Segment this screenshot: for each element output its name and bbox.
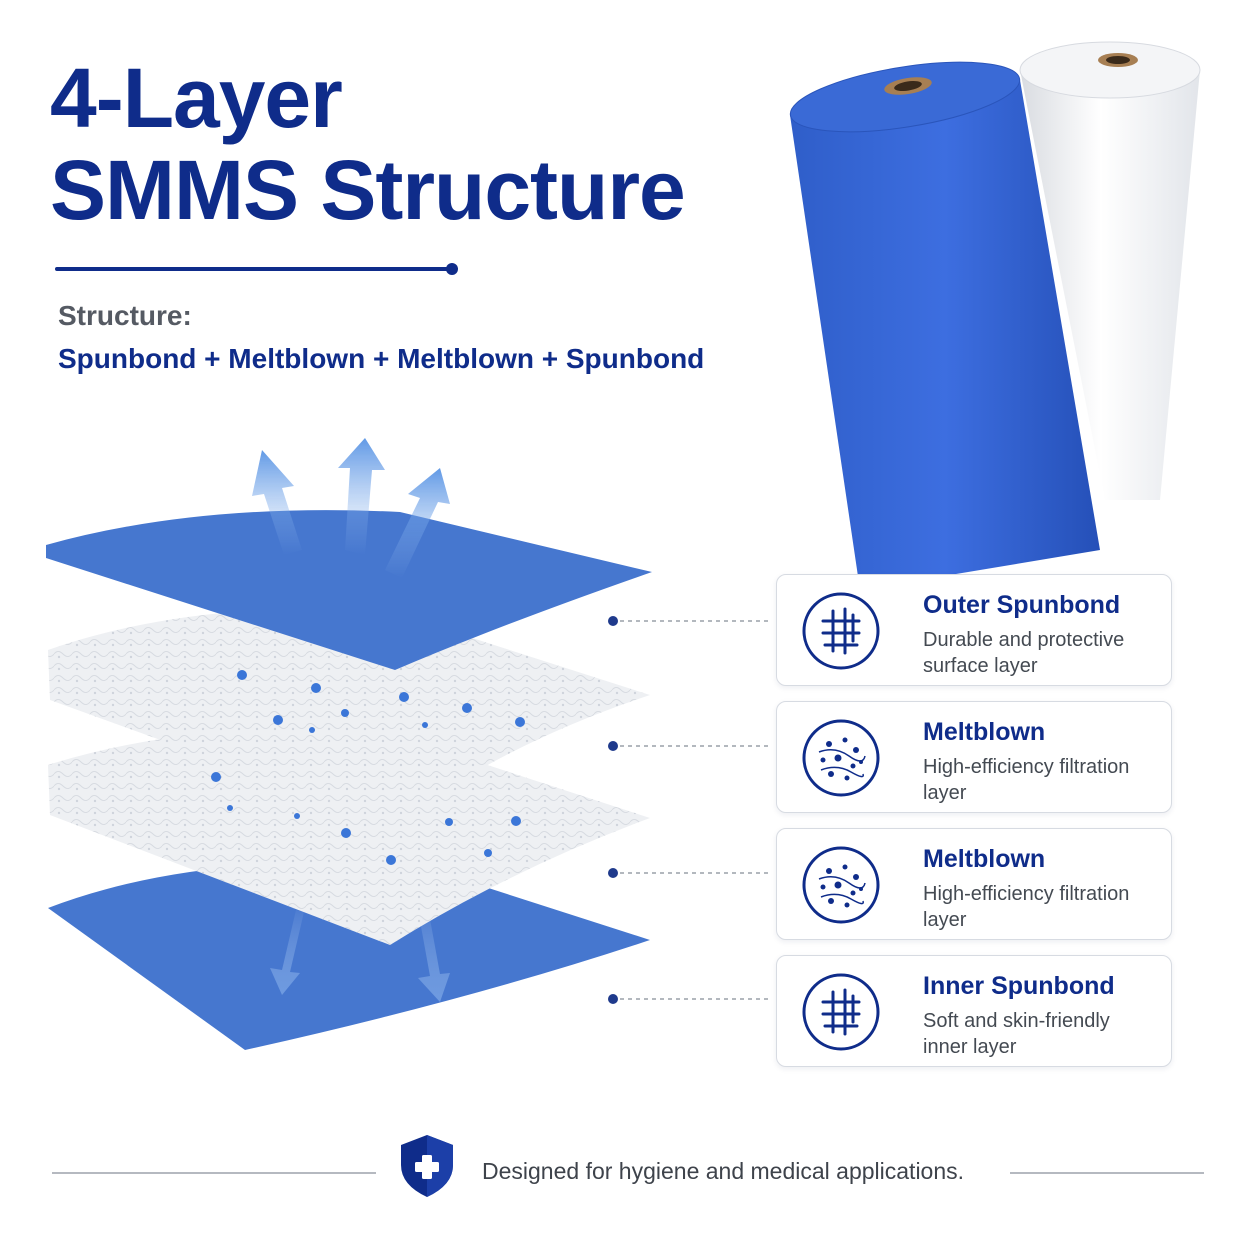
layer-card-meltblown-2: Meltblown High-efficiency filtration lay… <box>776 828 1172 940</box>
layer-title: Inner Spunbond <box>923 972 1115 1000</box>
structure-label: Structure: <box>58 300 192 331</box>
inner-spunbond-sheet <box>48 862 650 1050</box>
air-flow-down-arrows <box>270 908 450 1002</box>
title-line-1: 4-Layer <box>50 51 343 145</box>
footer-divider-left <box>52 1172 376 1174</box>
filtered-particles <box>211 670 525 865</box>
title-line-2: SMMS Structure <box>50 143 686 237</box>
fiber-grid-icon <box>802 973 880 1051</box>
layer-description: Durable and protective surface layer <box>923 629 1125 677</box>
outer-spunbond-sheet <box>46 510 652 670</box>
medical-shield-icon <box>401 1135 453 1197</box>
layer-card-outer-spunbond: Outer Spunbond Durable and protective su… <box>776 574 1172 686</box>
layer-card-inner-spunbond: Inner Spunbond Soft and skin-friendly in… <box>776 955 1172 1067</box>
layer-title: Outer Spunbond <box>923 591 1121 619</box>
structure-value: Spunbond + Meltblown + Meltblown + Spunb… <box>58 343 705 374</box>
white-roll <box>1019 41 1201 500</box>
layer-stack-diagram <box>46 438 770 1050</box>
layer-title: Meltblown <box>923 845 1046 873</box>
layer-card-meltblown-1: Meltblown High-efficiency filtration lay… <box>776 701 1172 813</box>
fiber-grid-icon <box>802 592 880 670</box>
fabric-rolls-image <box>789 41 1201 590</box>
layer-title: Meltblown <box>923 718 1046 746</box>
layer-description: High-efficiency filtration layer <box>923 883 1130 931</box>
footer-text: Designed for hygiene and medical applica… <box>482 1158 965 1184</box>
footer-divider-right <box>1010 1172 1204 1174</box>
page-title: 4-Layer SMMS Structure <box>50 51 686 237</box>
layer-description: High-efficiency filtration layer <box>923 756 1130 804</box>
particle-filter-icon <box>802 719 880 797</box>
layer-description: Soft and skin-friendly inner layer <box>923 1010 1110 1058</box>
title-underline-dot <box>446 263 458 275</box>
particle-filter-icon <box>802 846 880 924</box>
breathable-airflow-arrows <box>252 438 450 578</box>
blue-roll <box>789 61 1100 590</box>
layer-connectors <box>608 616 770 1004</box>
title-underline <box>55 267 450 271</box>
